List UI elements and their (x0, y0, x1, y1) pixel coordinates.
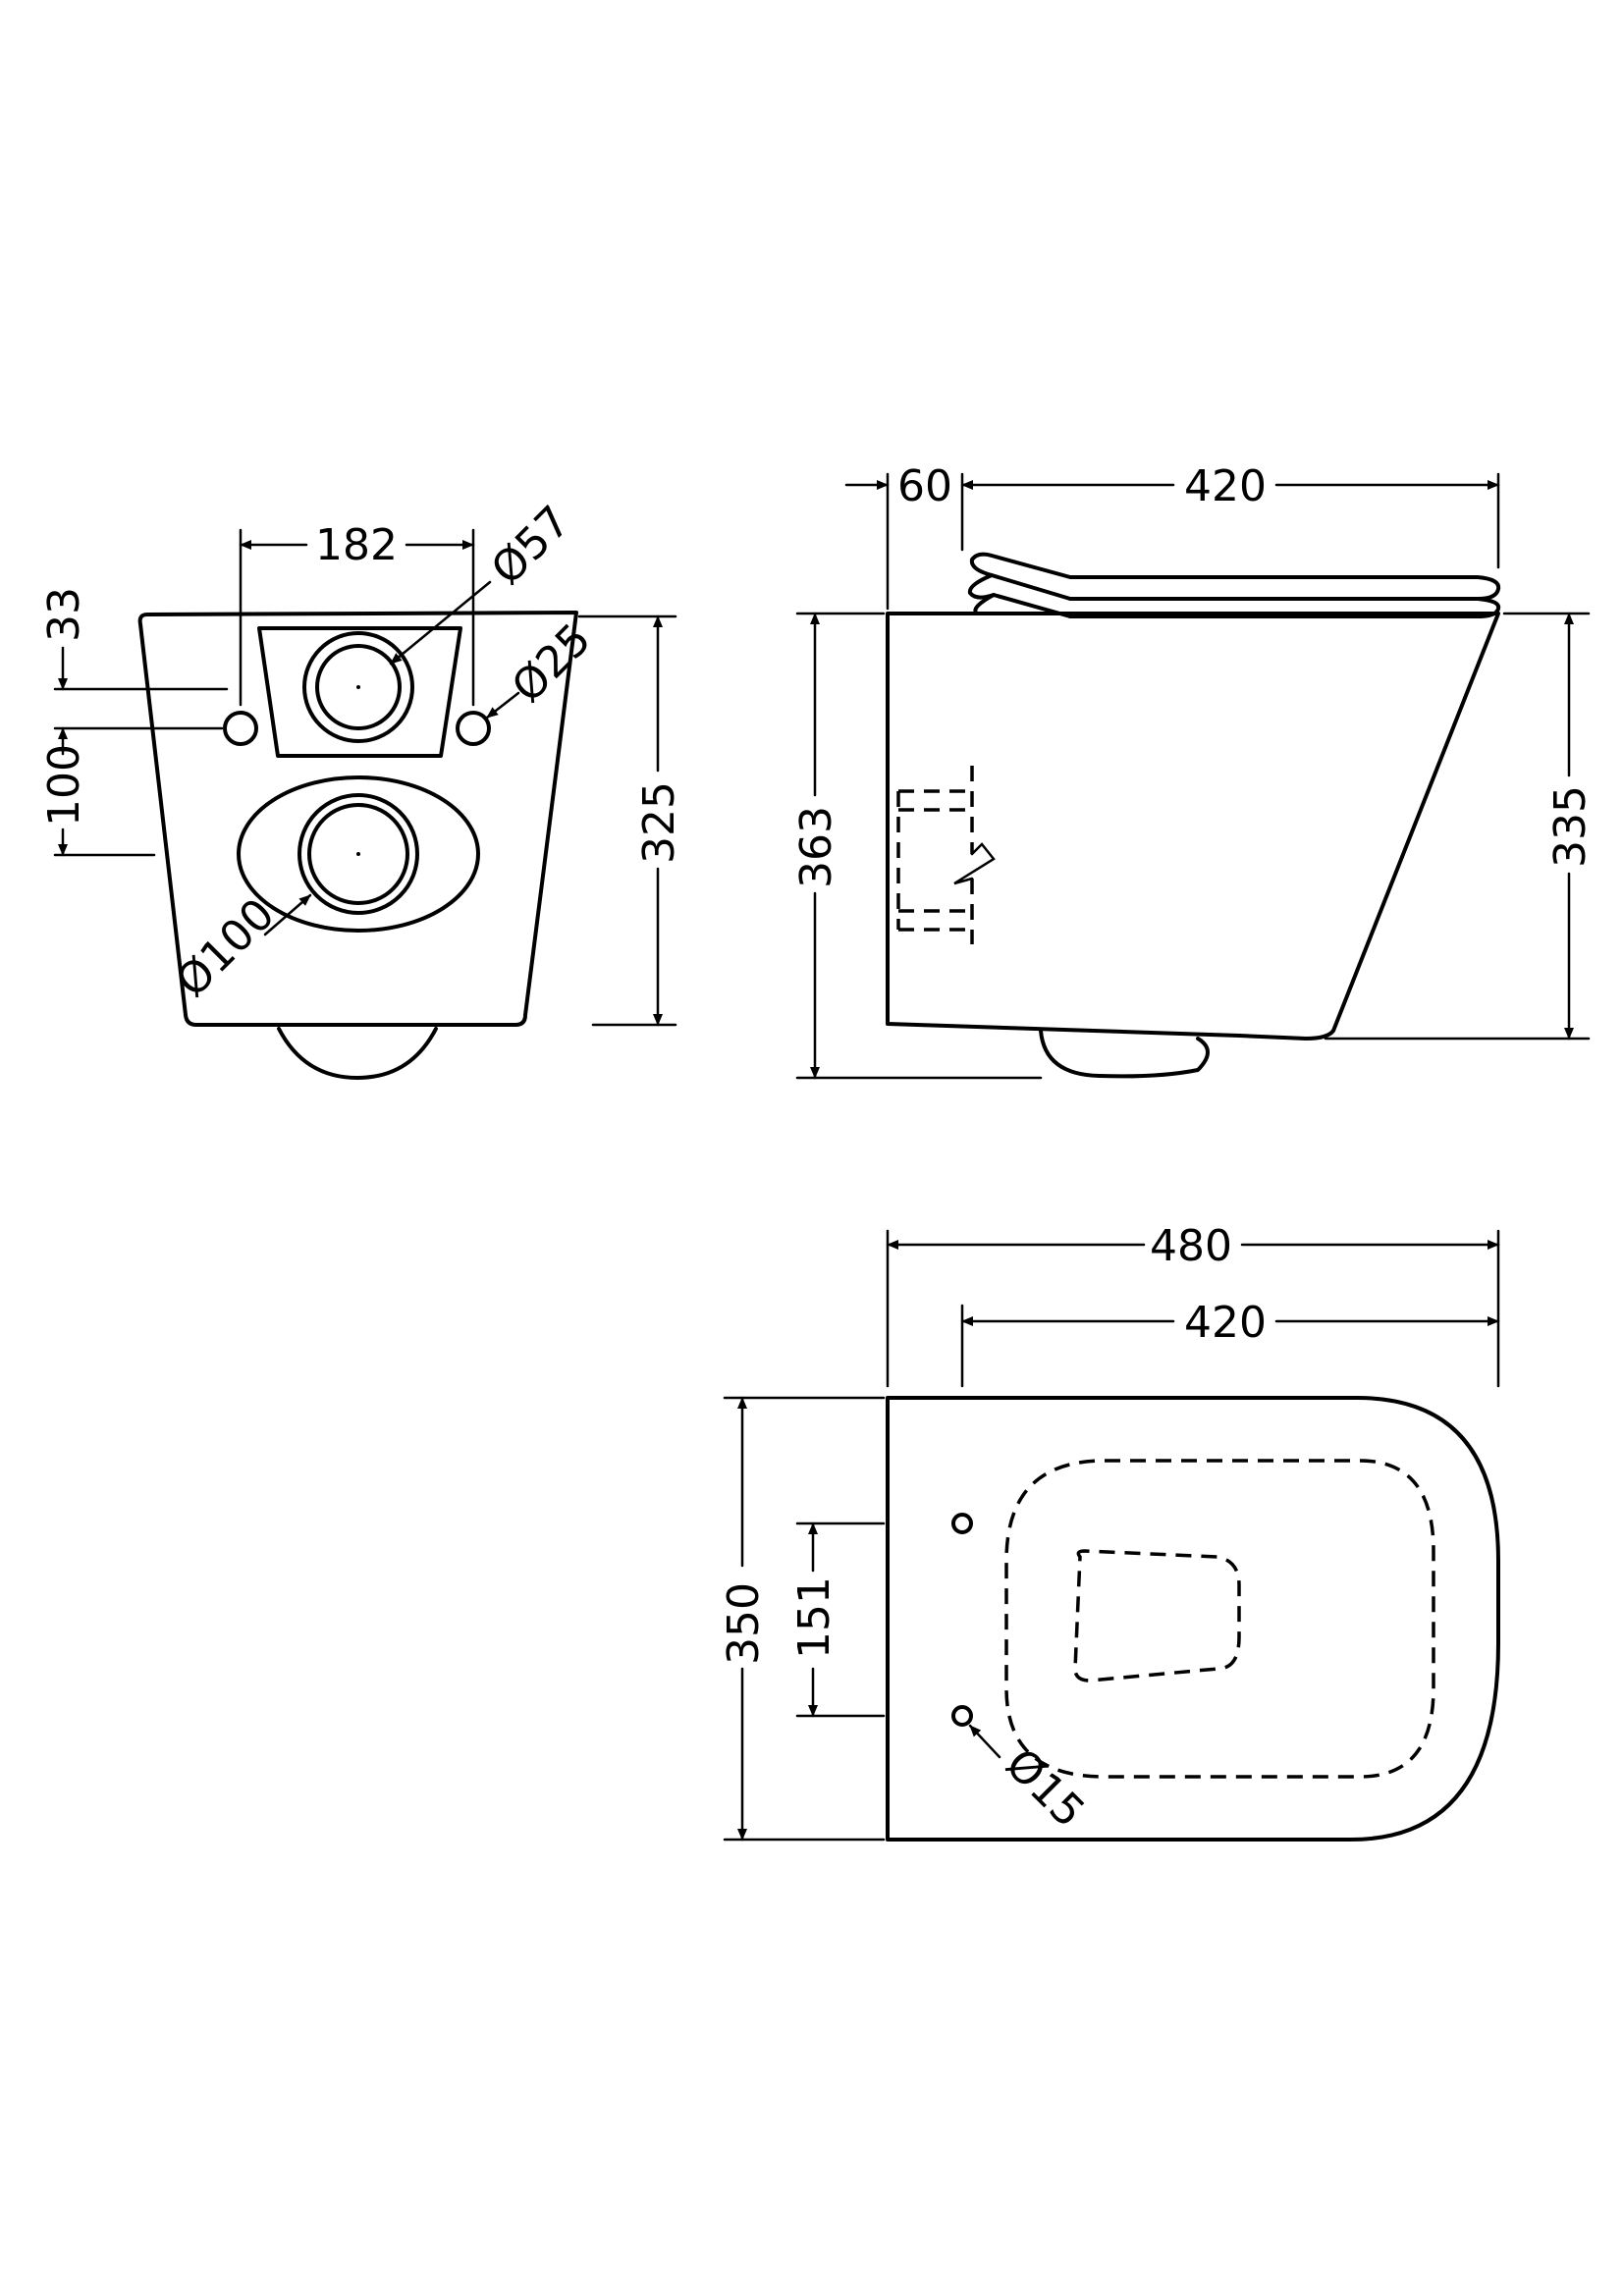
dim-33-label: 33 (39, 587, 89, 642)
top-body-outline (886, 1396, 1500, 1842)
top-bowl-dashed (1073, 1549, 1241, 1682)
front-body-outline (137, 611, 578, 1027)
dim-420-side-label: 420 (1184, 461, 1267, 511)
outlet-center-dot (356, 852, 360, 856)
dim-dia100-label: Ø100 (167, 889, 285, 1007)
side-foot-curve (1039, 1029, 1210, 1079)
dim-182-label: 182 (315, 520, 398, 570)
outlet-ellipse (237, 775, 480, 933)
dim-151-label: 151 (789, 1576, 839, 1659)
dim-325-label: 325 (634, 781, 684, 864)
front-view: 182 Ø57 Ø25 33 100 325 Ø100 (39, 497, 684, 1080)
outlet-outer-circle (298, 793, 419, 915)
front-foot-curve (277, 1027, 438, 1080)
dim-363-label: 363 (791, 806, 841, 888)
dim-100-label: 100 (39, 744, 89, 827)
seat-fix-hole-bottom (951, 1705, 973, 1727)
dim-dia15-label: Ø15 (996, 1739, 1094, 1838)
top-seat-dashed (1004, 1459, 1435, 1779)
fixing-hole-right (456, 711, 491, 746)
dim-dia25-label: Ø25 (503, 614, 601, 713)
top-view: 480 420 350 151 Ø15 (719, 1221, 1500, 1842)
outlet-inner-circle (307, 803, 409, 905)
fixing-hole-left (223, 711, 258, 746)
inlet-trapezoid (257, 626, 462, 758)
side-body-outline (886, 612, 1500, 1041)
dim-480-label: 480 (1150, 1221, 1232, 1271)
side-view: 60 420 363 335 (791, 461, 1596, 1080)
inlet-inner-circle (315, 644, 402, 730)
dim-350-label: 350 (719, 1582, 769, 1665)
side-outlet-dashed (896, 766, 996, 944)
inlet-center-dot (356, 685, 360, 689)
seat-fix-hole-top (951, 1513, 973, 1534)
dim-335-label: 335 (1545, 785, 1596, 868)
seat-lid (969, 552, 1501, 601)
inlet-outer-circle (302, 631, 414, 743)
dim-60-label: 60 (897, 461, 952, 511)
dim-420-top-label: 420 (1184, 1298, 1267, 1348)
dim-dia57-label: Ø57 (482, 497, 580, 595)
